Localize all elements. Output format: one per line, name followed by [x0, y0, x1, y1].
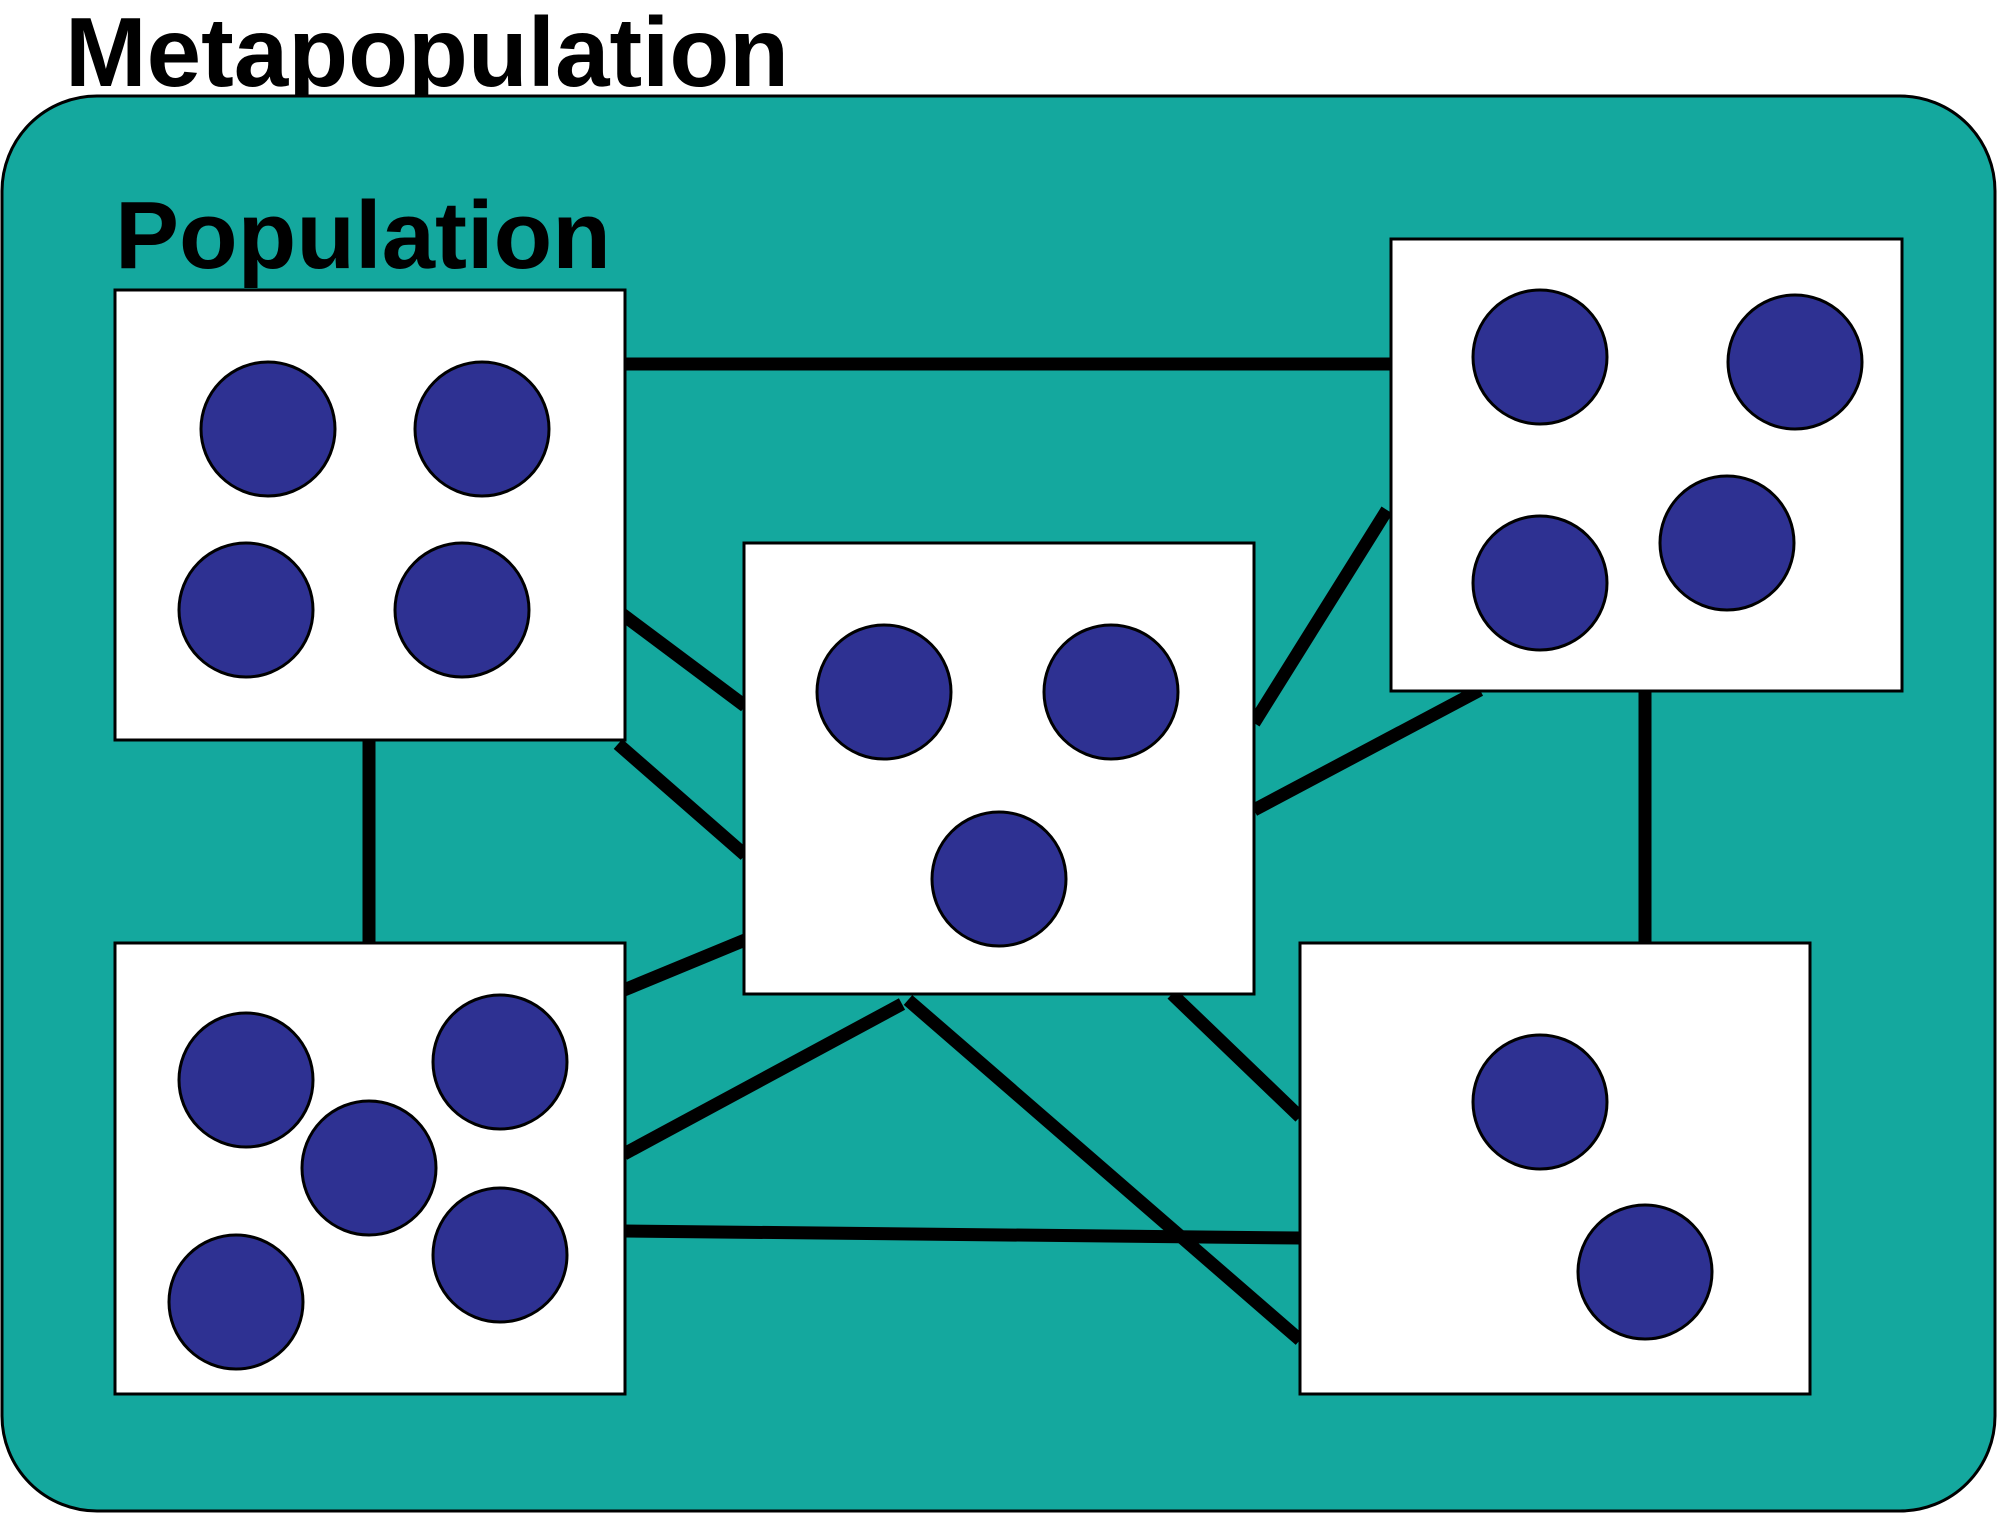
population-center [742, 541, 1256, 996]
individual [1658, 474, 1796, 612]
individual [1471, 288, 1609, 426]
individual [393, 541, 531, 679]
population-bottom-right [1298, 941, 1812, 1396]
connection-line [613, 739, 750, 860]
connection-line [1248, 506, 1393, 727]
metapopulation-title: Metapopulation [65, 0, 789, 107]
individual [199, 360, 337, 498]
connection-line [623, 1224, 1301, 1245]
individual [413, 360, 551, 498]
individual [431, 993, 569, 1131]
population-top-right [1389, 237, 1904, 693]
dispersal-connections [362, 357, 1652, 1345]
population-label: Population [115, 182, 611, 289]
individual [1042, 623, 1180, 761]
individual [1471, 514, 1609, 652]
individual [1471, 1033, 1609, 1171]
individual [177, 1011, 315, 1149]
individual [300, 1099, 438, 1237]
individual [1576, 1203, 1714, 1341]
connection-line [1167, 989, 1305, 1122]
population-bottom-left [113, 941, 627, 1396]
individual [177, 541, 315, 679]
population-box [113, 288, 627, 742]
connection-line [618, 608, 749, 712]
population-top-left [113, 288, 627, 742]
individual [1726, 293, 1864, 431]
individual [815, 623, 953, 761]
connection-line [621, 933, 748, 997]
individual [167, 1233, 305, 1371]
connection-line [620, 998, 906, 1160]
connection-line [1250, 684, 1484, 816]
individual [431, 1186, 569, 1324]
connection-line [903, 995, 1305, 1345]
individual [930, 810, 1068, 948]
